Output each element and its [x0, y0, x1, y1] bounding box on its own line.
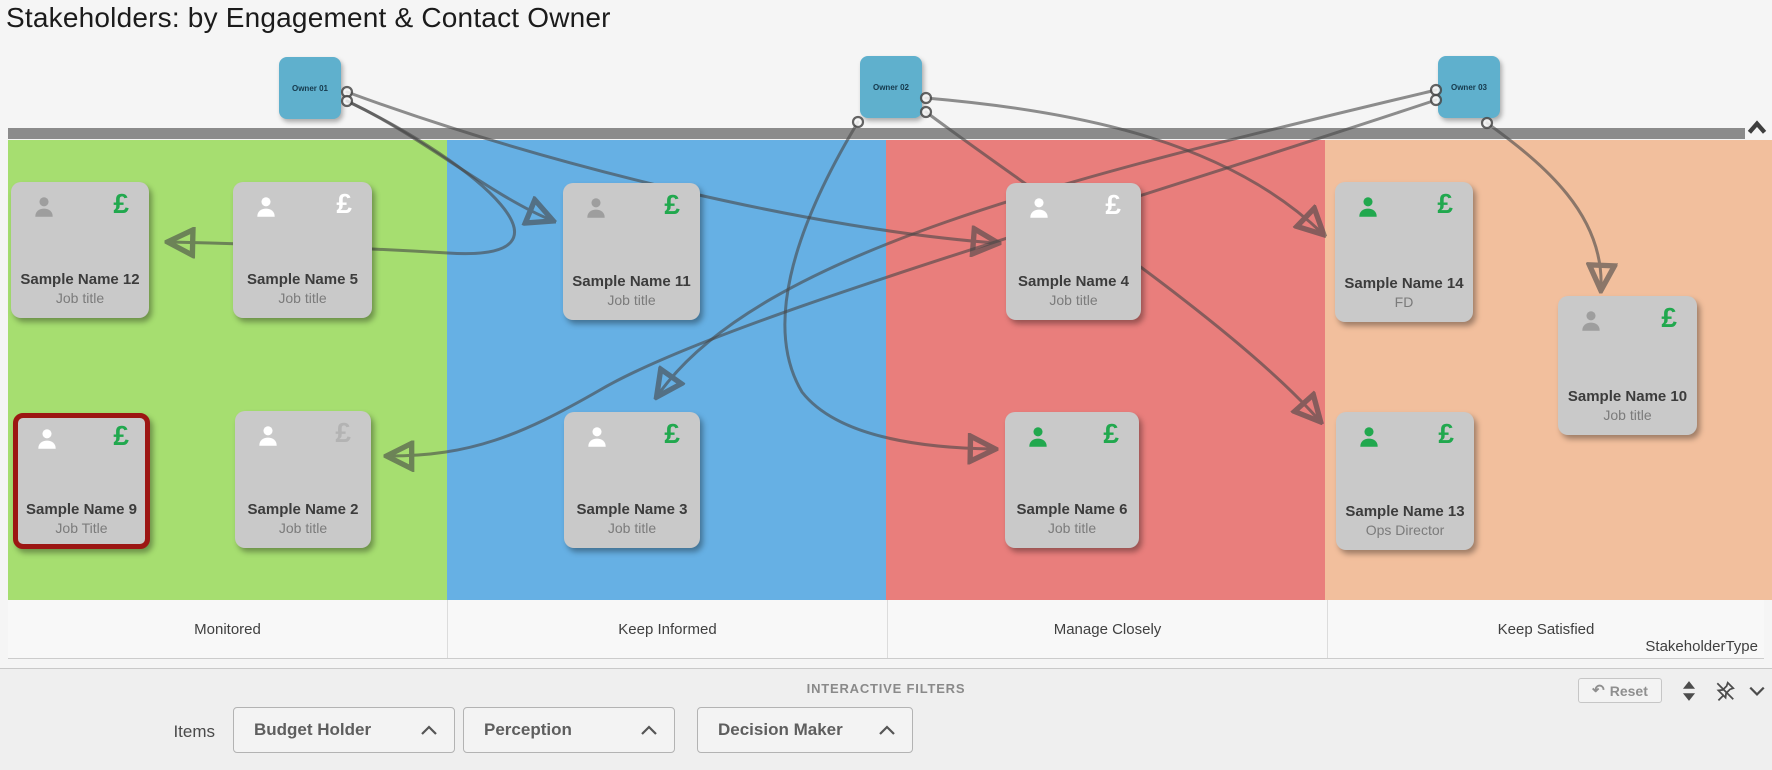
pound-icon: £ — [664, 418, 680, 449]
stakeholder-job-title: Job title — [55, 290, 105, 306]
stakeholder-card[interactable]: £ Sample Name 12 Job title — [11, 182, 149, 318]
label-keep-informed: Keep Informed — [448, 600, 888, 658]
stakeholder-name: Sample Name 9 — [26, 501, 137, 518]
fit-vertical-icon[interactable] — [1678, 680, 1700, 702]
owner-node-02[interactable]: Owner 02 — [860, 56, 922, 118]
pound-icon: £ — [113, 420, 129, 451]
stakeholder-job-title: FD — [1394, 294, 1414, 310]
stakeholder-name: Sample Name 5 — [247, 271, 358, 288]
person-icon — [31, 194, 57, 220]
person-icon — [1025, 424, 1051, 450]
filters-header: INTERACTIVE FILTERS — [806, 681, 966, 696]
engagement-label-strip: Monitored Keep Informed Manage Closely K… — [8, 600, 1764, 659]
owner-node-01[interactable]: Owner 01 — [279, 57, 341, 119]
stakeholder-card[interactable]: £ Sample Name 6 Job title — [1005, 412, 1139, 548]
person-icon — [1355, 194, 1381, 220]
label-monitored: Monitored — [8, 600, 448, 658]
person-icon — [1356, 424, 1382, 450]
undo-icon: ↶ — [1592, 681, 1605, 699]
pound-icon: £ — [336, 188, 352, 219]
owner-label: Owner 01 — [291, 83, 328, 93]
dropdown-decision-maker[interactable]: Decision Maker — [697, 707, 913, 753]
axis-label: StakeholderType — [1645, 638, 1758, 655]
pin-off-icon[interactable] — [1714, 680, 1736, 702]
stakeholder-job-title: Job Title — [55, 520, 108, 536]
chevron-down-icon[interactable] — [1748, 684, 1766, 698]
person-icon — [1578, 308, 1604, 334]
stakeholder-job-title: Job title — [1047, 520, 1097, 536]
stakeholder-card[interactable]: £ Sample Name 10 Job title — [1558, 296, 1697, 435]
person-icon — [1026, 195, 1052, 221]
person-icon — [34, 426, 60, 452]
stakeholder-name: Sample Name 2 — [247, 501, 359, 518]
stakeholder-card[interactable]: £ Sample Name 4 Job title — [1006, 183, 1141, 320]
pound-icon: £ — [1103, 418, 1119, 449]
stakeholder-card[interactable]: £ Sample Name 3 Job title — [564, 412, 700, 548]
stakeholder-card[interactable]: £ Sample Name 11 Job title — [563, 183, 700, 320]
pound-icon: £ — [113, 188, 129, 219]
stakeholder-name: Sample Name 13 — [1345, 503, 1465, 520]
dropdown-budget-holder[interactable]: Budget Holder — [233, 707, 455, 753]
owner-node-03[interactable]: Owner 03 — [1438, 56, 1500, 118]
person-icon — [583, 195, 609, 221]
chevron-up-icon — [879, 725, 895, 735]
stakeholder-job-title: Job title — [607, 520, 657, 536]
stakeholder-name: Sample Name 11 — [572, 273, 691, 290]
stakeholder-job-title: Ops Director — [1365, 522, 1445, 538]
pound-icon: £ — [1437, 188, 1453, 219]
owner-label: Owner 02 — [872, 82, 909, 92]
person-icon — [253, 194, 279, 220]
items-label: Items — [173, 722, 215, 741]
stakeholder-job-title: Job title — [278, 520, 328, 536]
page-title: Stakeholders: by Engagement & Contact Ow… — [6, 2, 611, 33]
pound-icon: £ — [1438, 418, 1454, 449]
pound-icon: £ — [1105, 189, 1121, 220]
stakeholder-card[interactable]: £ Sample Name 13 Ops Director — [1336, 412, 1474, 550]
chevron-up-icon — [421, 725, 437, 735]
stakeholder-job-title: Job title — [1603, 407, 1652, 423]
person-icon — [255, 423, 281, 449]
stakeholder-name: Sample Name 4 — [1018, 273, 1129, 290]
label-manage-closely: Manage Closely — [888, 600, 1328, 658]
person-icon — [584, 424, 610, 450]
stakeholder-card[interactable]: £ Sample Name 14 FD — [1335, 182, 1473, 322]
dropdown-perception[interactable]: Perception — [463, 707, 675, 753]
stakeholder-job-title: Job title — [1049, 292, 1098, 308]
stakeholder-card-selected[interactable]: £ Sample Name 9 Job Title — [13, 413, 150, 549]
stakeholder-name: Sample Name 12 — [20, 271, 140, 288]
stakeholder-job-title: Job title — [607, 292, 656, 308]
stakeholder-card[interactable]: £ Sample Name 5 Job title — [233, 182, 372, 318]
pound-icon: £ — [664, 189, 680, 220]
stakeholder-name: Sample Name 10 — [1567, 388, 1688, 405]
label-keep-satisfied: Keep Satisfied StakeholderType — [1497, 620, 1758, 656]
top-scrollbar[interactable] — [8, 128, 1745, 139]
chevron-up-icon — [641, 725, 657, 735]
owner-label: Owner 03 — [1450, 82, 1487, 92]
stakeholder-card[interactable]: £ Sample Name 2 Job title — [235, 411, 371, 548]
stakeholder-name: Sample Name 14 — [1344, 275, 1464, 292]
stakeholder-name: Sample Name 3 — [576, 501, 688, 518]
pound-icon: £ — [335, 417, 351, 448]
stakeholder-job-title: Job title — [278, 290, 327, 306]
pound-icon: £ — [1661, 302, 1677, 333]
scroll-up-icon[interactable] — [1744, 115, 1770, 141]
stakeholder-name: Sample Name 6 — [1016, 501, 1128, 518]
reset-button[interactable]: ↶ Reset — [1578, 678, 1662, 703]
